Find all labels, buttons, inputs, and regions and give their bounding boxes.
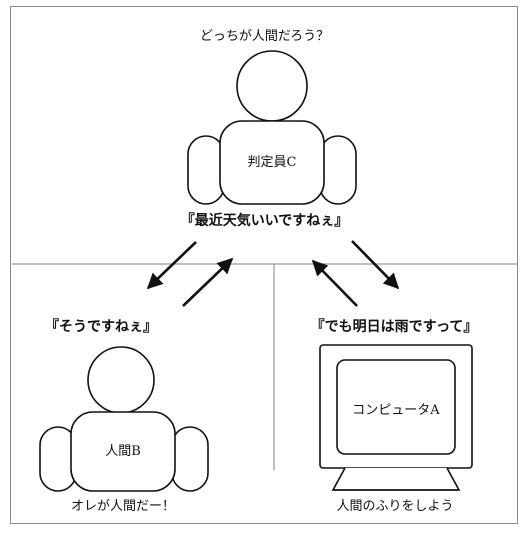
top-caption: どっちが人間だろう？	[199, 29, 330, 44]
judge-head	[236, 50, 308, 122]
arrow-computer-to-judge	[311, 259, 358, 307]
judge-right-arm	[319, 135, 357, 205]
arrow-human-to-judge	[182, 257, 234, 307]
judge-left-arm	[187, 135, 225, 205]
monitor-stand	[331, 467, 461, 491]
human-figure	[39, 346, 209, 492]
computer-speech: 『でも明日は雨ですって』	[310, 319, 478, 335]
human-head	[87, 346, 155, 414]
arrow-judge-to-human	[146, 241, 197, 290]
human-label: 人間B	[105, 444, 141, 459]
diagram-frame	[10, 6, 518, 524]
arrow-judge-to-computer	[351, 240, 400, 290]
arrows	[146, 240, 400, 307]
judge-figure	[187, 50, 357, 205]
human-body	[70, 411, 176, 492]
human-caption: オレが人間だー！	[70, 499, 175, 514]
judge-label: 判定員C	[247, 155, 297, 170]
computer-figure	[319, 344, 473, 491]
computer-caption: 人間のふりをしよう	[336, 499, 454, 514]
computer-label: コンピュータA	[352, 403, 440, 418]
judge-body	[219, 120, 325, 205]
judge-speech: 『最近天気いいですねぇ』	[180, 213, 349, 229]
monitor-screen	[336, 359, 456, 455]
human-speech: 『そうですねぇ』	[45, 319, 157, 335]
human-right-arm	[171, 426, 209, 492]
